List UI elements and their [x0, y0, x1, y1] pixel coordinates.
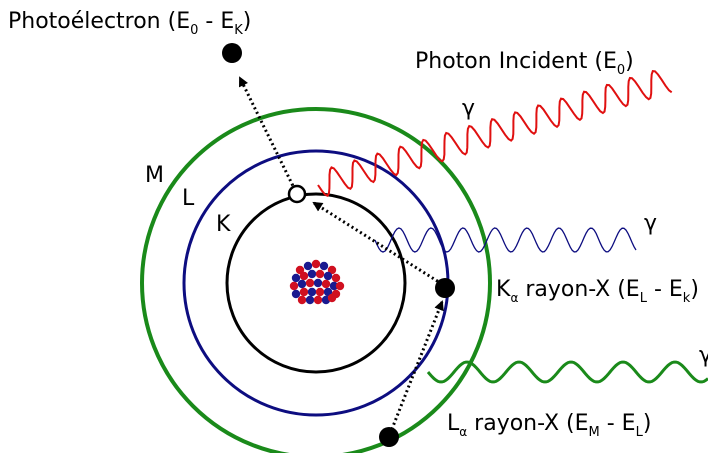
- neutron: [291, 289, 301, 299]
- shell-m-orbit: [140, 107, 492, 453]
- l-alpha-wave: [426, 360, 708, 384]
- nucleus: [289, 259, 345, 305]
- neutron: [329, 281, 339, 291]
- proton: [313, 295, 323, 305]
- proton: [315, 269, 325, 279]
- shell-m-label: M: [145, 163, 164, 188]
- proton: [295, 265, 305, 275]
- photoelectron-label: Photoélectron (E0 - EK): [8, 9, 251, 38]
- proton: [299, 271, 309, 281]
- incident-photon-wave: [317, 70, 673, 197]
- neutron: [319, 261, 329, 271]
- l-shell-electron: [435, 278, 455, 298]
- incident-photon-label: Photon Incident (E0): [415, 49, 634, 78]
- photoelectron-ejection-arrow: [238, 76, 297, 191]
- gamma-ka-label: γ: [644, 211, 657, 236]
- proton: [327, 265, 337, 275]
- proton: [315, 287, 325, 297]
- k-shell-vacancy: [287, 184, 307, 204]
- shell-k-orbit: [225, 192, 407, 374]
- proton: [305, 278, 315, 288]
- ejected-photoelectron: [222, 43, 242, 63]
- proton: [289, 281, 299, 291]
- neutron: [313, 278, 323, 288]
- neutron: [305, 295, 315, 305]
- k-alpha-wave: [374, 227, 637, 253]
- m-shell-electron: [379, 427, 399, 447]
- proton: [297, 295, 307, 305]
- proton: [327, 293, 337, 303]
- gamma-incident-label: γ: [462, 96, 475, 121]
- shell-k-label: K: [216, 212, 231, 237]
- proton: [311, 259, 321, 269]
- neutron: [323, 271, 333, 281]
- l-to-k-transition-arrow: [312, 201, 443, 286]
- m-to-l-transition-arrow: [388, 300, 444, 435]
- l-alpha-label: Lα rayon-X (EM - EL): [447, 411, 651, 440]
- neutron: [297, 279, 307, 289]
- k-alpha-label: Kα rayon-X (EL - Ek): [496, 277, 699, 306]
- proton: [335, 281, 345, 291]
- neutron: [303, 261, 313, 271]
- proton: [321, 279, 331, 289]
- neutron: [291, 273, 301, 283]
- neutron: [307, 269, 317, 279]
- neutron: [307, 287, 317, 297]
- proton: [331, 273, 341, 283]
- neutron: [323, 287, 333, 297]
- proton: [299, 287, 309, 297]
- shell-l-label: L: [182, 186, 195, 211]
- gamma-la-label: γ: [699, 343, 708, 368]
